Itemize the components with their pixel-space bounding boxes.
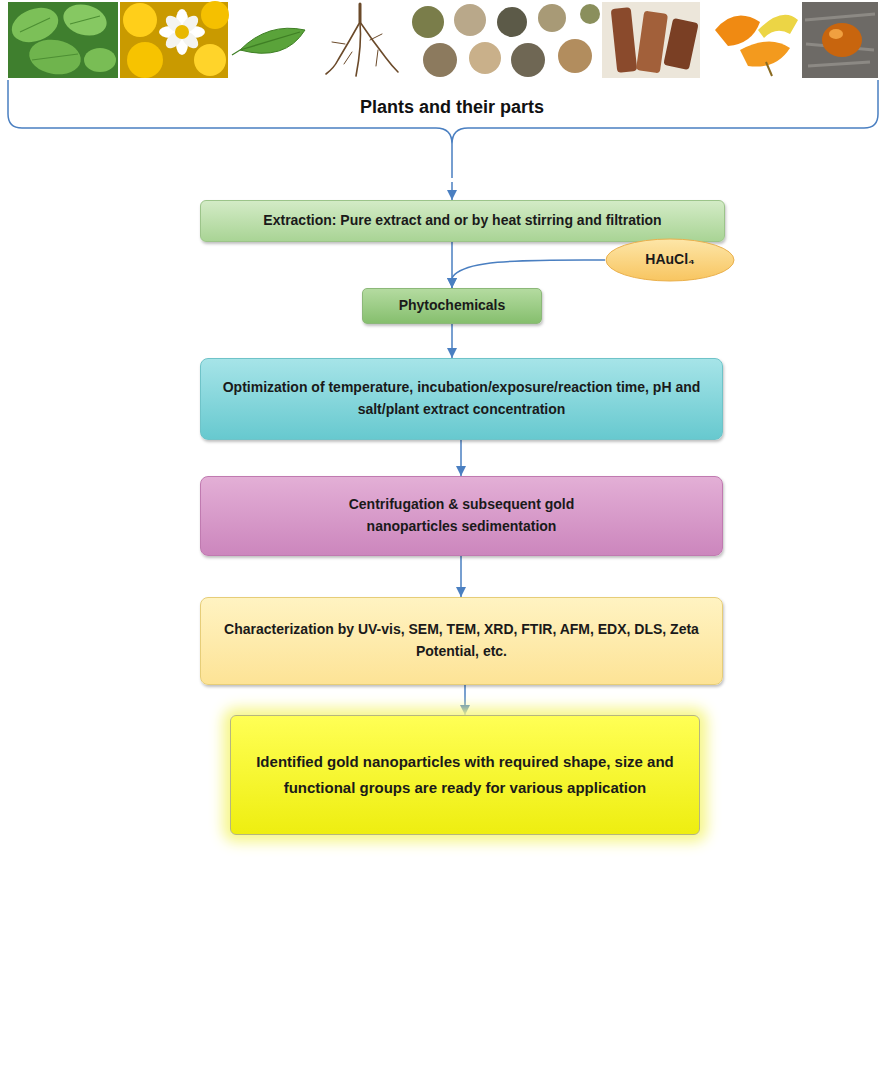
group-heading: Plants and their parts [26,82,878,182]
process-box: Phytochemicals [362,288,542,324]
reagent-oval: HAuCl₄ [605,238,735,282]
node-text: Characterization by UV-vis, SEM, TEM, XR… [219,619,704,662]
result-box: Identified gold nanoparticles with requi… [230,715,700,835]
process-box: Extraction: Pure extract and or by heat … [200,200,725,242]
node-text: Phytochemicals [399,295,506,317]
flower-photo [120,1,229,78]
flow-arrow [451,324,453,358]
peel-photo [715,15,798,76]
flow-arrow [451,182,453,200]
node-text: Identified gold nanoparticles with requi… [253,749,677,802]
leaf-photo [232,28,305,55]
node-text: Optimization of temperature, incubation/… [219,377,704,420]
node-text: HAuCl₄ [645,249,694,271]
node-text: Centrifugation & subsequent gold nanopar… [312,494,612,537]
process-box: Centrifugation & subsequent gold nanopar… [200,476,723,556]
resin-photo [802,2,878,78]
curly-brace [8,80,878,178]
flow-arrow [460,440,462,476]
flow-arrow [452,260,605,288]
root-photo [326,4,398,76]
flow-arrow [464,685,466,715]
process-box: Characterization by UV-vis, SEM, TEM, XR… [200,597,723,685]
mint-photo [7,0,118,78]
seed-photo [412,4,600,77]
bark-photo [602,2,700,78]
node-text: Plants and their parts [360,94,544,122]
node-text: Extraction: Pure extract and or by heat … [263,210,661,232]
flow-arrow [460,556,462,597]
process-box: Optimization of temperature, incubation/… [200,358,723,440]
